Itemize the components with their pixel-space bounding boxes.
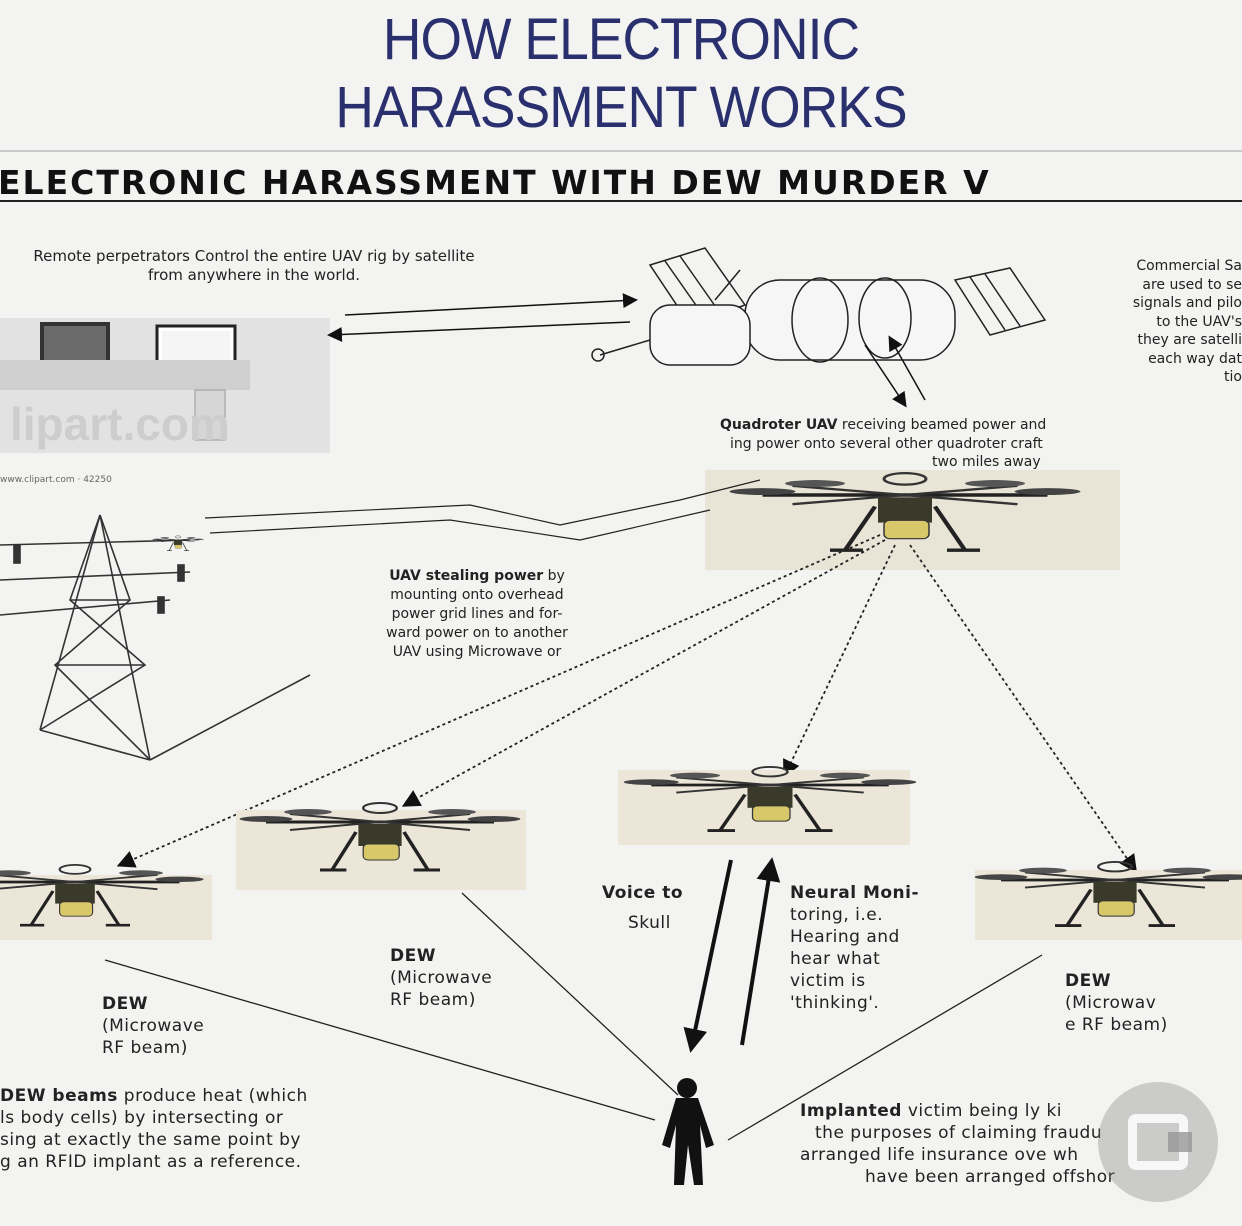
skull-label: Skull xyxy=(628,913,671,933)
diagram-subtitle: ELECTRONIC HARASSMENT WITH DEW MURDER V xyxy=(0,163,991,202)
uplink-arrow xyxy=(344,293,638,316)
commercial-satellite-label: Commercial Sa are used to se signals and… xyxy=(1132,258,1242,385)
quadcopter-drone-icon xyxy=(972,860,1242,940)
title-divider xyxy=(0,150,1242,152)
sat-to-uav-arrow xyxy=(864,344,907,408)
remote-perpetrators-label: Remote perpetrators Control the entire U… xyxy=(33,247,475,284)
neural-monitoring-arrow xyxy=(740,857,781,1046)
quadcopter-drone-icon xyxy=(618,765,919,845)
downlink-arrow xyxy=(327,321,631,342)
clipart-credit: www.clipart.com · 42250 xyxy=(0,475,112,485)
power-beam-line xyxy=(204,479,761,526)
human-figure-icon xyxy=(662,1078,714,1185)
subtitle-underline xyxy=(0,200,1242,202)
quadroter-uav-label: Quadroter UAV receiving beamed power and… xyxy=(720,417,1047,470)
uav-stealing-power-label: UAV stealing power by mounting onto over… xyxy=(386,568,568,660)
implanted-victim-label: Implanted victim being ly ki the purpose… xyxy=(800,1101,1116,1187)
voice-to-label: Voice to xyxy=(602,883,684,903)
voice-to-skull-arrow xyxy=(683,859,733,1053)
power-tower-icon xyxy=(0,514,311,761)
neural-monitoring-label: Neural Moni- toring, i.e. Hearing and he… xyxy=(790,883,920,1013)
dew-mid-label: DEW (Microwave RF beam) xyxy=(390,946,493,1010)
page-title: HOW ELECTRONIC HARASSMENT WORKS xyxy=(50,6,1193,142)
quadcopter-drone-icon xyxy=(236,801,526,890)
quadcopter-drone-icon xyxy=(0,863,212,940)
computer-workstation-icon: lipart.com xyxy=(0,318,330,453)
dew-right-label: DEW (Microwav e RF beam) xyxy=(1065,971,1168,1035)
title-line-2: HARASSMENT WORKS xyxy=(335,75,907,140)
title-line-1: HOW ELECTRONIC xyxy=(382,7,860,72)
satellite-icon xyxy=(591,247,1047,366)
dew-left-label: DEW (Microwave RF beam) xyxy=(102,994,205,1058)
dew-beams-label: DEW beams produce heat (which ls body ce… xyxy=(0,1086,308,1172)
uav-to-sat-arrow xyxy=(888,335,926,401)
watermark-icon xyxy=(1098,1082,1218,1202)
dew-beam-lines xyxy=(104,892,1043,1141)
quadcopter-drone-icon xyxy=(705,470,1120,570)
svg-text:lipart.com: lipart.com xyxy=(10,398,230,450)
